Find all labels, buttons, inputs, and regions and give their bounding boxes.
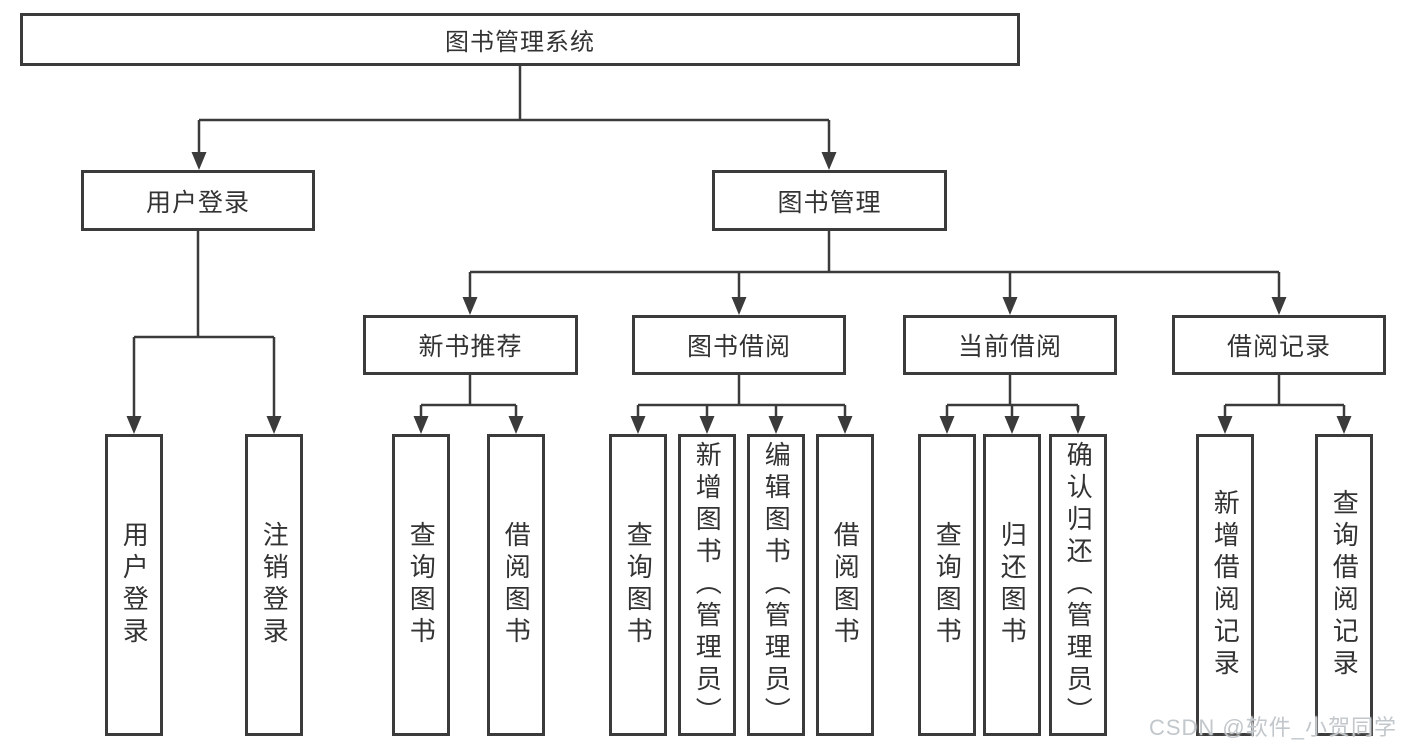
leaf-query-books-recommend: 查询图书 bbox=[392, 434, 450, 736]
leaf-query-borrow-record: 查询借阅记录 bbox=[1315, 434, 1373, 736]
node-label: 编辑图书（管理员） bbox=[761, 441, 792, 729]
node-book-borrowing: 图书借阅 bbox=[632, 315, 846, 375]
leaf-user-login: 用户登录 bbox=[105, 434, 163, 736]
leaf-return-book: 归还图书 bbox=[983, 434, 1041, 736]
node-label: 查询图书 bbox=[406, 521, 437, 649]
node-borrowing-records: 借阅记录 bbox=[1172, 315, 1386, 375]
node-label: 借阅图书 bbox=[501, 521, 532, 649]
node-label: 新增借阅记录 bbox=[1210, 489, 1241, 681]
node-label: 查询借阅记录 bbox=[1329, 489, 1360, 681]
leaf-confirm-return-admin: 确认归还（管理员） bbox=[1049, 434, 1107, 736]
leaf-borrow-books-recommend: 借阅图书 bbox=[487, 434, 545, 736]
node-new-book-recommendation: 新书推荐 bbox=[363, 315, 578, 375]
node-current-borrowing: 当前借阅 bbox=[903, 315, 1117, 375]
node-label: 确认归还（管理员） bbox=[1063, 441, 1094, 729]
node-label: 查询图书 bbox=[623, 521, 654, 649]
node-book-management: 图书管理 bbox=[712, 170, 947, 231]
connector-wire-path bbox=[132, 66, 1346, 420]
leaf-query-books-current: 查询图书 bbox=[918, 434, 976, 736]
leaf-query-books-borrow: 查询图书 bbox=[609, 434, 667, 736]
leaf-borrow-books: 借阅图书 bbox=[816, 434, 874, 736]
node-library-management-system: 图书管理系统 bbox=[20, 13, 1020, 66]
leaf-edit-book-admin: 编辑图书（管理员） bbox=[747, 434, 805, 736]
leaf-add-book-admin: 新增图书（管理员） bbox=[678, 434, 736, 736]
csdn-watermark: CSDN @软件_小贺同学 bbox=[1148, 715, 1397, 740]
leaf-logout: 注销登录 bbox=[245, 434, 303, 736]
node-label: 新增图书（管理员） bbox=[692, 441, 723, 729]
node-label: 查询图书 bbox=[932, 521, 963, 649]
node-label: 用户登录 bbox=[119, 521, 150, 649]
node-label: 归还图书 bbox=[997, 521, 1028, 649]
node-label: 注销登录 bbox=[259, 521, 290, 649]
node-user-login: 用户登录 bbox=[81, 170, 315, 231]
node-label: 借阅图书 bbox=[830, 521, 861, 649]
leaf-add-borrow-record: 新增借阅记录 bbox=[1196, 434, 1254, 736]
